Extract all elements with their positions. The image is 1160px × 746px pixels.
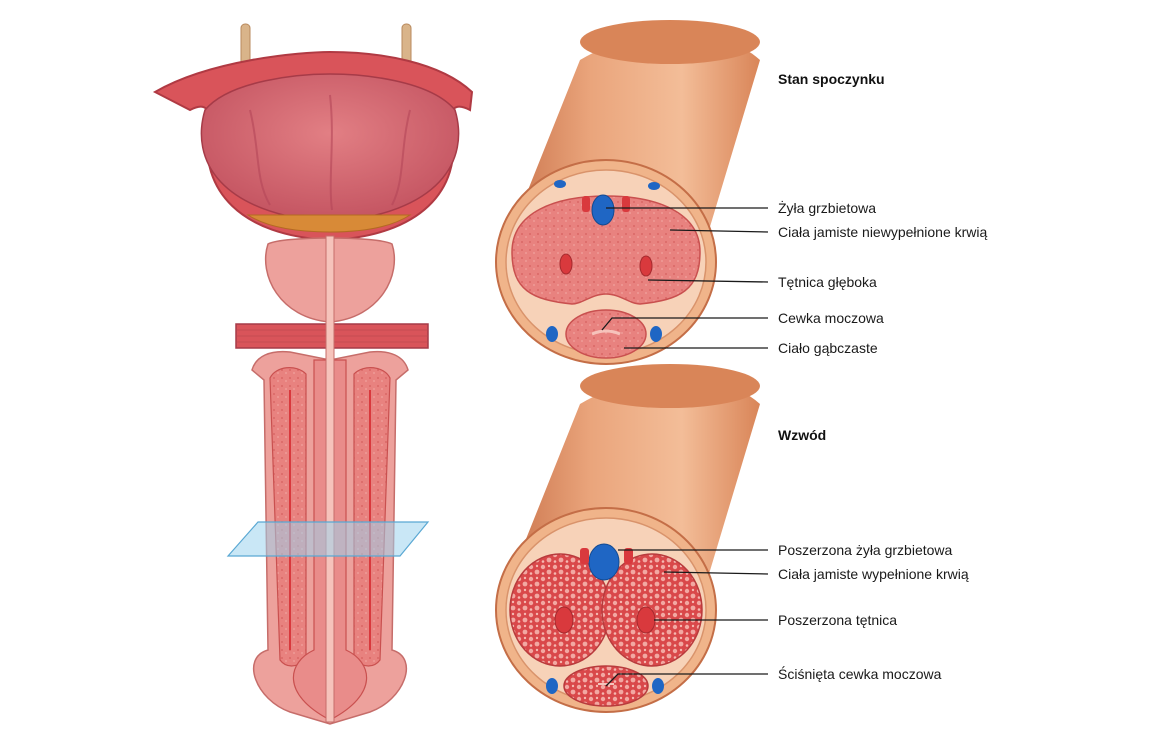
erection-dorsal-artery-right <box>624 548 633 564</box>
resting-superficial-vein <box>648 182 660 190</box>
label-cavernosa-empty: Ciała jamiste niewypełnione krwią <box>778 224 988 240</box>
urethra <box>325 235 335 723</box>
leader-deep-artery <box>647 279 769 283</box>
label-urethra: Cewka moczowa <box>778 310 884 326</box>
resting-deep-artery-right <box>639 255 653 277</box>
longitudinal-anatomy <box>152 23 474 725</box>
label-dorsal-vein: Żyła grzbietowa <box>778 199 876 216</box>
cross-section-resting: Stan spoczynku Żyła grzbietowa Ciała jam… <box>495 20 988 365</box>
label-deep-artery: Tętnica głęboka <box>778 274 877 290</box>
erection-dorsal-artery-left <box>580 548 589 564</box>
label-cavernosa-filled: Ciała jamiste wypełnione krwią <box>778 566 969 582</box>
erection-superficial-vein <box>546 678 558 694</box>
label-dilated-artery: Poszerzona tętnica <box>778 612 897 628</box>
label-dilated-vein: Poszerzona żyła grzbietowa <box>778 542 953 558</box>
cross-section-erection: Wzwód Poszerzona żyła grzbietowa Ciała j… <box>495 364 969 713</box>
resting-dorsal-vein <box>591 194 615 226</box>
bladder-fold <box>329 94 333 211</box>
erection-title: Wzwód <box>778 427 826 443</box>
leader-cavernosa-empty <box>669 229 769 233</box>
bladder-fold <box>249 109 271 206</box>
resting-superficial-vein <box>554 180 566 188</box>
resting-tube-end <box>580 20 760 64</box>
leader-urethra <box>601 317 768 331</box>
erection-tube-end <box>580 364 760 408</box>
resting-urethra <box>591 329 621 336</box>
erection-superficial-vein <box>652 678 664 694</box>
label-spongiosum: Ciało gąbczaste <box>778 340 878 356</box>
resting-superficial-vein <box>650 326 662 342</box>
erection-dorsal-vein <box>588 543 620 581</box>
resting-corpus-spongiosum <box>565 309 647 359</box>
leader-cavernosa-filled <box>663 571 769 575</box>
erection-deep-artery-left <box>554 606 574 634</box>
cross-section-plane <box>226 521 430 557</box>
resting-title: Stan spoczynku <box>778 71 885 87</box>
urine <box>246 214 412 233</box>
resting-dorsal-artery-left <box>582 196 590 212</box>
resting-superficial-vein <box>546 326 558 342</box>
resting-dorsal-artery-right <box>622 196 630 212</box>
erection-deep-artery-right <box>636 606 656 634</box>
bladder-cavity <box>200 73 460 223</box>
label-compressed-urethra: Ściśnięta cewka moczowa <box>778 665 942 682</box>
leader-compressed-urethra <box>605 673 768 687</box>
bladder-fold <box>391 109 411 206</box>
resting-deep-artery-left <box>559 253 573 275</box>
